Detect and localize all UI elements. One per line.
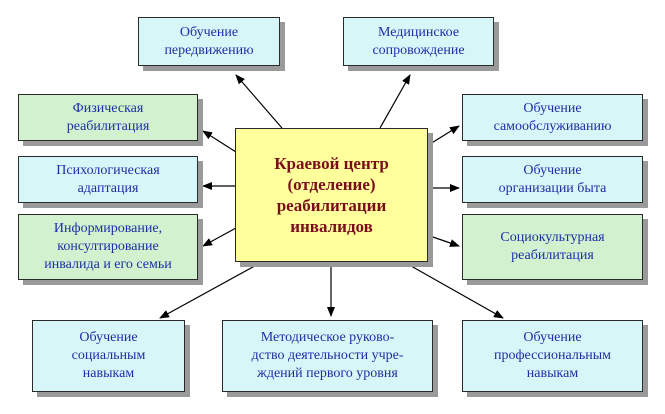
arrow-to-bottom-right: [403, 261, 504, 319]
box-mobility-training: Обучение передвижению: [138, 17, 280, 66]
arrow-to-bottom-left: [159, 261, 263, 319]
center-box-rehab-center: Краевой центр (отделение) реабилитации и…: [235, 128, 428, 262]
box-sociocultural-rehab: Социокультурная реабилитация: [462, 214, 643, 280]
arrow-to-left-1: [202, 130, 237, 153]
arrow-to-right-3: [429, 235, 460, 247]
arrow-to-top-right: [379, 74, 411, 129]
arrow-to-left-3: [202, 227, 237, 247]
arrow-to-top-left: [235, 74, 283, 129]
box-medical-support: Медицинское сопровождение: [343, 17, 494, 66]
box-family-counseling: Информирование, консултирование инвалида…: [18, 214, 198, 280]
box-professional-skills: Обучение профессиональным навыкам: [462, 320, 643, 392]
box-household-training: Обучение организации быта: [462, 156, 643, 203]
arrow-to-right-1: [429, 125, 460, 145]
box-psych-adaptation: Психологическая адаптация: [18, 156, 198, 203]
box-social-skills: Обучение социальным навыкам: [32, 320, 185, 392]
box-physical-rehab: Физическая реабилитация: [18, 94, 198, 141]
box-self-care-training: Обучение самообслуживанию: [462, 94, 643, 141]
box-methodical-guidance: Методическое руково- дство деятельности …: [222, 320, 433, 392]
